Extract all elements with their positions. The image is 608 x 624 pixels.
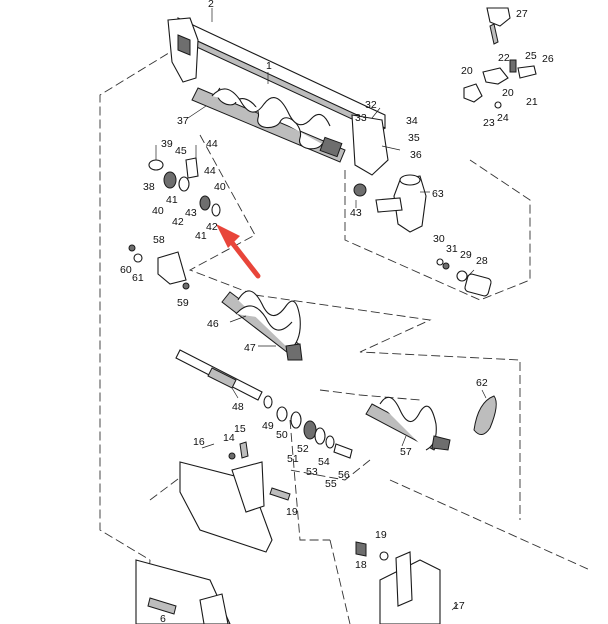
part-label: 41 xyxy=(195,230,207,242)
bracket-17 xyxy=(355,541,441,624)
middle-auger xyxy=(221,290,303,361)
part-label: 32 xyxy=(365,99,377,111)
part-label: 22 xyxy=(498,52,510,64)
part-label: 17 xyxy=(453,600,465,612)
part-label: 14 xyxy=(223,432,235,444)
part-label: 51 xyxy=(287,453,299,465)
part-label: 61 xyxy=(132,272,144,284)
part-label: 36 xyxy=(410,149,422,161)
part-label: 28 xyxy=(476,255,488,267)
part-label: 40 xyxy=(152,205,164,217)
part-label: 47 xyxy=(244,342,256,354)
bracket-58 xyxy=(128,244,190,290)
part-label: 38 xyxy=(143,181,155,193)
part-label: 29 xyxy=(460,249,472,261)
part-label: 31 xyxy=(446,243,458,255)
main-auger xyxy=(191,87,346,163)
part-label: 56 xyxy=(338,469,350,481)
bracket-16 xyxy=(179,441,291,553)
assembly-boundaries xyxy=(99,39,591,624)
part-label: 42 xyxy=(172,216,184,228)
linkage-assembly xyxy=(463,7,537,109)
part-label: 46 xyxy=(207,318,219,330)
seal-stack xyxy=(276,406,353,459)
part-label: 50 xyxy=(276,429,288,441)
callout-arrow xyxy=(216,224,261,279)
part-label: 35 xyxy=(408,132,420,144)
part-label: 25 xyxy=(525,50,537,62)
part-label: 20 xyxy=(461,65,473,77)
drive-shaft xyxy=(175,349,273,409)
part-label: 49 xyxy=(262,420,274,432)
part-label: 63 xyxy=(432,188,444,200)
part-label: 48 xyxy=(232,401,244,413)
part-label: 16 xyxy=(193,436,205,448)
part-label: 53 xyxy=(306,466,318,478)
part-label: 26 xyxy=(542,53,554,65)
part-label: 21 xyxy=(526,96,538,108)
part-label: 58 xyxy=(153,234,165,246)
part-label: 30 xyxy=(433,233,445,245)
part-label: 37 xyxy=(177,115,189,127)
part-label: 19 xyxy=(286,506,298,518)
frame-beam xyxy=(167,17,389,197)
part-label: 34 xyxy=(406,115,418,127)
part-label: 41 xyxy=(166,194,178,206)
part-label: 59 xyxy=(177,297,189,309)
part-label: 27 xyxy=(516,8,528,20)
part-label: 18 xyxy=(355,559,367,571)
part-label: 40 xyxy=(214,181,226,193)
leader-lines xyxy=(187,8,487,611)
part-label: 62 xyxy=(476,377,488,389)
part-label: 44 xyxy=(206,138,218,150)
part-label: 20 xyxy=(502,87,514,99)
part-label: 39 xyxy=(161,138,173,150)
part-label: 42 xyxy=(206,221,218,233)
part-label: 6 xyxy=(160,613,166,624)
part-label: 24 xyxy=(497,112,509,124)
part-label: 43 xyxy=(350,207,362,219)
paddle-62 xyxy=(473,395,497,435)
part-label: 33 xyxy=(355,112,367,124)
part-label: 2 xyxy=(208,0,214,10)
bottom-plate xyxy=(135,559,231,624)
part-label: 23 xyxy=(483,117,495,129)
part-label: 44 xyxy=(204,165,216,177)
shaft-parts-28-31 xyxy=(436,258,492,297)
part-label: 54 xyxy=(318,456,330,468)
part-label: 60 xyxy=(120,264,132,276)
part-label: 43 xyxy=(185,207,197,219)
part-label: 1 xyxy=(266,60,272,72)
bearing-kit xyxy=(148,145,221,217)
bearing-housing xyxy=(375,174,427,233)
part-label: 55 xyxy=(325,478,337,490)
part-labels: 2 1 37 32 33 34 35 36 43 63 27 22 25 26 … xyxy=(120,0,554,624)
lower-auger xyxy=(365,396,451,451)
part-label: 45 xyxy=(175,145,187,157)
part-label: 57 xyxy=(400,446,412,458)
part-label: 19 xyxy=(375,529,387,541)
part-label: 52 xyxy=(297,443,309,455)
part-label: 15 xyxy=(234,423,246,435)
